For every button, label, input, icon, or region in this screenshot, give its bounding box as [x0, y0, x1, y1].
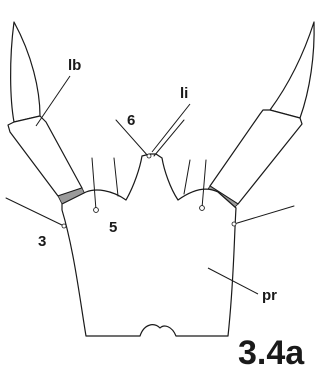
- figure-number: 3.4a: [238, 334, 305, 372]
- leader-li: [152, 104, 190, 152]
- prementum-body: [62, 154, 236, 336]
- label-6: 6: [127, 112, 135, 129]
- left-palp-proximal-segment: [8, 116, 82, 196]
- label-3: 3: [38, 233, 46, 250]
- seta-5-right-socket: [200, 206, 205, 211]
- right-palp-proximal-segment: [210, 110, 302, 204]
- seta-3-left: [6, 198, 64, 226]
- ligula-socket: [147, 154, 151, 158]
- seta-inner-left: [114, 158, 118, 196]
- label-pr: pr: [262, 287, 277, 304]
- label-5: 5: [109, 219, 117, 236]
- leader-lb: [36, 76, 70, 126]
- seta-3-right: [234, 206, 294, 224]
- ligula-seta-right: [154, 120, 184, 156]
- seta-3-left-socket: [62, 224, 66, 228]
- seta-3-right-socket: [232, 222, 236, 226]
- label-lb: lb: [68, 57, 81, 74]
- left-palp-distal-segment: [11, 22, 40, 122]
- seta-5-left-socket: [94, 208, 99, 213]
- seta-inner-right: [184, 160, 190, 194]
- label-li: li: [180, 85, 188, 102]
- right-palp-distal-segment: [270, 22, 314, 118]
